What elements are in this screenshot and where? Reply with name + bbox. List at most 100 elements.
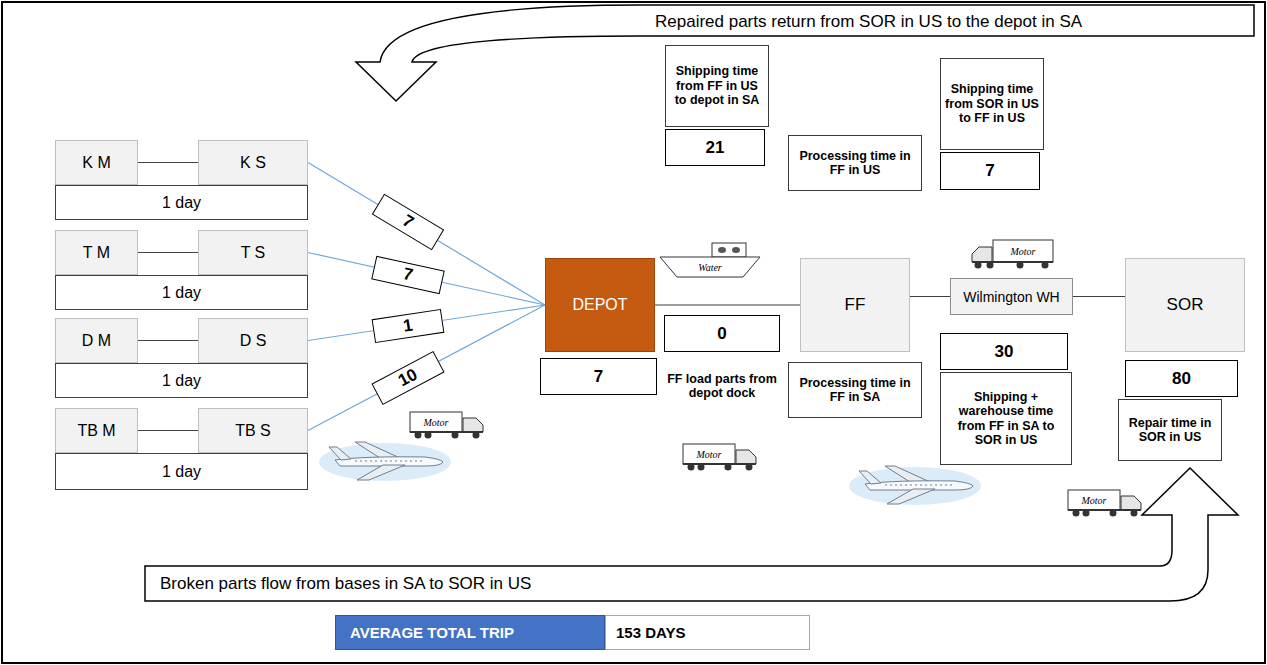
- note-label: FF load parts from depot dock: [664, 372, 780, 401]
- note-label-box: FF load parts from depot dock: [664, 356, 780, 416]
- connector-line: [308, 253, 545, 306]
- truck-icon: [410, 412, 483, 439]
- connector-line: [308, 163, 545, 306]
- node-text: Repair time in SOR in US: [1122, 416, 1218, 445]
- connector-line: [138, 430, 198, 431]
- base-box: T M: [55, 230, 138, 275]
- transport-mode-label: Water: [698, 262, 722, 273]
- day-band: 1 day: [55, 453, 308, 490]
- broken-flow-arrow: Broken parts flow from bases in SA to SO…: [143, 466, 1243, 603]
- time-caption-box: Shipping time from SOR in US to FF in US: [940, 58, 1044, 150]
- node-text: 21: [706, 138, 725, 158]
- total-trip-value: 153 DAYS: [605, 615, 810, 650]
- node-text: 7: [985, 161, 994, 181]
- edge-label-box: 7: [371, 255, 445, 294]
- node-text: TB S: [235, 422, 271, 440]
- base-box: K S: [198, 140, 308, 185]
- transport-mode-label-box: Motor: [683, 445, 735, 463]
- transport-mode-label: Motor: [697, 449, 722, 460]
- day-band: 1 day: [55, 185, 308, 220]
- day-count-box: 0: [664, 315, 780, 352]
- facility-box: SOR: [1125, 258, 1245, 352]
- edge-label-box: 7: [371, 194, 443, 251]
- node-text: 0: [717, 324, 726, 344]
- day-count-box: 7: [940, 152, 1040, 190]
- node-text: Wilmington WH: [963, 289, 1059, 305]
- connector-line: [1073, 296, 1125, 297]
- day-count-box: 30: [940, 333, 1068, 370]
- node-text: FF: [845, 295, 866, 315]
- edge-label: 10: [394, 365, 420, 392]
- node-text: Repaired parts return from SOR in US to …: [655, 5, 1082, 39]
- node-text: Shipping time from SOR in US to FF in US: [944, 82, 1040, 125]
- node-text: AVERAGE TOTAL TRIP: [350, 624, 514, 641]
- connector-line: [138, 340, 198, 341]
- base-box: T S: [198, 230, 308, 275]
- base-box: TB S: [198, 408, 308, 453]
- depot-box: DEPOT: [545, 258, 655, 352]
- base-box: K M: [55, 140, 138, 185]
- total-trip-heading: AVERAGE TOTAL TRIP: [335, 615, 605, 650]
- node-text: K M: [82, 154, 110, 172]
- transport-mode-label: Motor: [1011, 246, 1036, 257]
- connector-line: [308, 305, 545, 431]
- return-flow-arrow: Repaired parts return from SOR in US to …: [350, 3, 1256, 103]
- edge-label-box: 10: [371, 351, 444, 405]
- node-text: Processing time in FF in US: [792, 149, 918, 178]
- node-text: Broken parts flow from bases in SA to SO…: [160, 566, 531, 601]
- connector-line: [655, 304, 800, 305]
- transport-mode-label-box: Motor: [410, 413, 462, 431]
- node-text: 1 day: [162, 372, 201, 390]
- base-box: D S: [198, 318, 308, 363]
- node-text: SOR: [1167, 295, 1204, 315]
- node-text: 153 DAYS: [616, 624, 686, 641]
- node-text: 1 day: [162, 194, 201, 212]
- node-text: 1 day: [162, 463, 201, 481]
- facility-box: FF: [800, 258, 910, 352]
- base-box: D M: [55, 318, 138, 363]
- node-text: T S: [241, 244, 266, 262]
- time-caption-box: Processing time in FF in US: [788, 135, 922, 191]
- arrow-outline-path: [356, 5, 1254, 101]
- transport-mode-label: Motor: [1082, 495, 1107, 506]
- time-caption-box: Shipping time from FF in US to depot in …: [665, 45, 769, 127]
- truck-icon: [1068, 490, 1141, 517]
- connector-line: [138, 162, 198, 163]
- airplane-icon: [849, 466, 981, 505]
- transport-mode-label-box: Water: [684, 259, 736, 275]
- ship-icon: [660, 243, 760, 277]
- node-text: 30: [995, 342, 1014, 362]
- warehouse-box: Wilmington WH: [950, 278, 1073, 315]
- edge-label-box: 1: [371, 309, 444, 343]
- edge-label: 7: [398, 211, 416, 233]
- connector-line: [138, 252, 198, 253]
- day-count-box: 21: [665, 129, 765, 166]
- node-text: D M: [82, 332, 111, 350]
- node-text: Shipping time from FF in US to depot in …: [669, 64, 765, 107]
- day-count-box: 80: [1125, 360, 1238, 397]
- node-text: 1 day: [162, 284, 201, 302]
- time-caption-box: Shipping + warehouse time from FF in SA …: [940, 372, 1072, 465]
- transport-mode-label-box: Motor: [1068, 491, 1120, 509]
- base-box: TB M: [55, 408, 138, 453]
- node-text: T M: [83, 244, 110, 262]
- node-text: K S: [240, 154, 266, 172]
- day-band: 1 day: [55, 363, 308, 398]
- edge-label: 1: [401, 315, 413, 336]
- node-text: 80: [1172, 369, 1191, 389]
- truck-icon: [972, 240, 1053, 269]
- transport-mode-label: Motor: [424, 417, 449, 428]
- airplane-icon: [319, 442, 451, 481]
- node-text: 7: [594, 367, 603, 387]
- node-text: DEPOT: [572, 296, 627, 314]
- time-caption-box: Processing time in FF in SA: [788, 362, 922, 418]
- day-count-box: 7: [540, 358, 657, 395]
- arrow-outline-path: [145, 468, 1238, 601]
- connector-line: [910, 296, 950, 297]
- node-text: D S: [240, 332, 267, 350]
- transport-mode-label-box: Motor: [993, 242, 1053, 261]
- time-caption-box: Repair time in SOR in US: [1118, 399, 1222, 461]
- node-text: TB M: [77, 422, 115, 440]
